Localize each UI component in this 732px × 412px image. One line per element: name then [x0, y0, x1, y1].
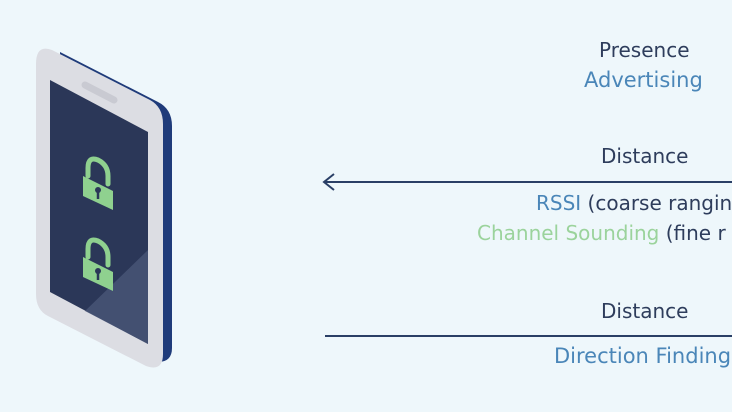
presence-method: Advertising: [584, 68, 703, 92]
rssi-label: RSSI: [536, 191, 582, 215]
speaker-slot: [81, 81, 118, 104]
screen-glare: [85, 250, 148, 344]
rssi-line: RSSI (coarse ranging: [536, 193, 732, 213]
arrow-left-icon: [322, 173, 732, 191]
direction-finding-label: Direction Finding: [554, 344, 732, 368]
distance-title-2: Distance: [601, 299, 689, 323]
presence-title: Presence: [599, 38, 690, 62]
cs-line: Channel Sounding (fine r: [477, 223, 726, 243]
rssi-note: (coarse ranging: [587, 191, 732, 215]
cs-label: Channel Sounding: [477, 221, 660, 245]
lock-icon: [83, 237, 113, 291]
cs-note: (fine r: [665, 221, 726, 245]
lock-icon: [83, 156, 113, 210]
phone-icon: [36, 48, 172, 368]
distance-title: Distance: [601, 144, 689, 168]
